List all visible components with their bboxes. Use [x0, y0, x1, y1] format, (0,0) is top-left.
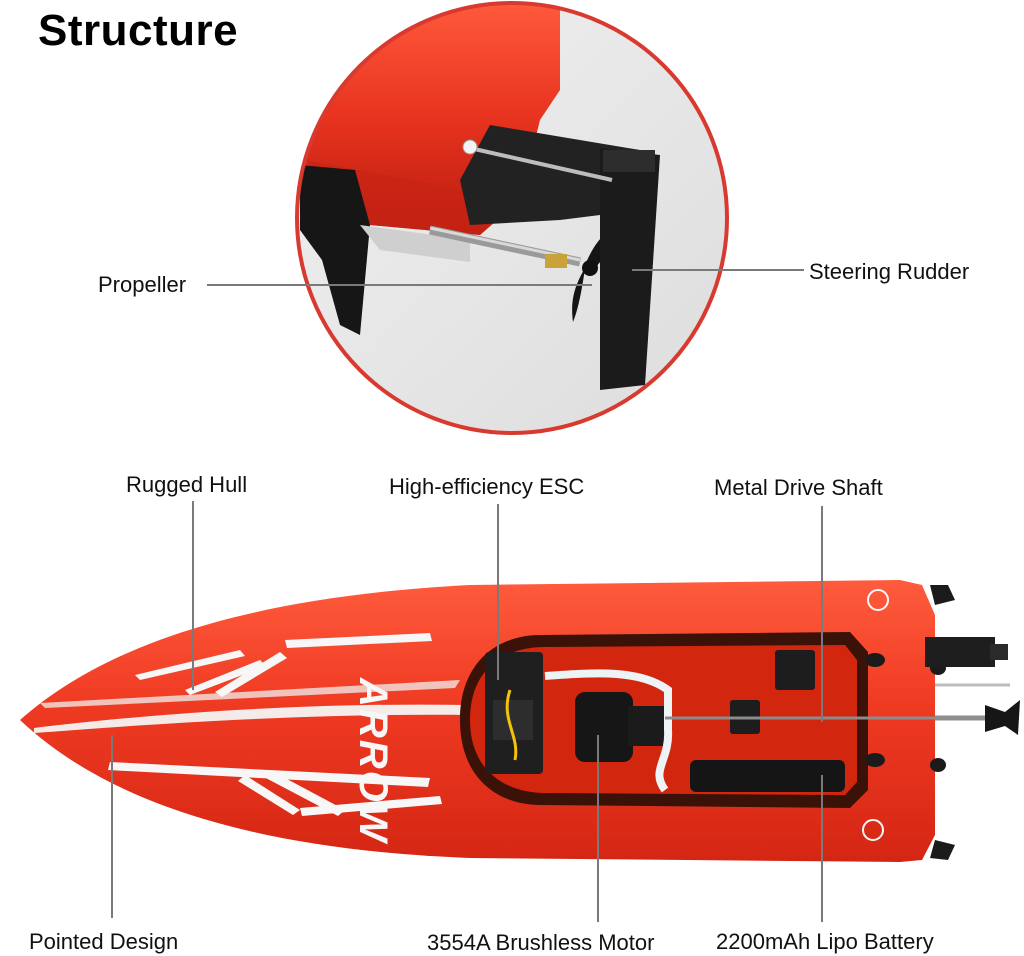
- page-title: Structure: [38, 6, 239, 55]
- callout-motor: 3554A Brushless Motor: [427, 930, 655, 955]
- detail-circle-border: [295, 1, 729, 435]
- battery: [690, 760, 845, 792]
- motor: [575, 692, 633, 762]
- stern-closeup: [297, 3, 727, 433]
- rudder: [600, 148, 660, 390]
- callout-propeller: Propeller: [98, 272, 187, 297]
- callout-pointed-design: Pointed Design: [29, 929, 179, 954]
- callout-steering-rudder: Steering Rudder: [809, 259, 970, 284]
- callout-drive-shaft: Metal Drive Shaft: [714, 475, 883, 500]
- boat-top-view: ARROW: [20, 580, 1020, 862]
- leader-lines: [111, 501, 823, 922]
- left-fin: [300, 165, 370, 335]
- callout-rugged-hull: Rugged Hull: [126, 472, 248, 497]
- hull-stripes: [108, 633, 442, 816]
- hull-branding: ARROW: [351, 677, 395, 845]
- callout-battery: 2200mAh Lipo Battery: [716, 929, 934, 954]
- callout-esc: High-efficiency ESC: [389, 474, 585, 499]
